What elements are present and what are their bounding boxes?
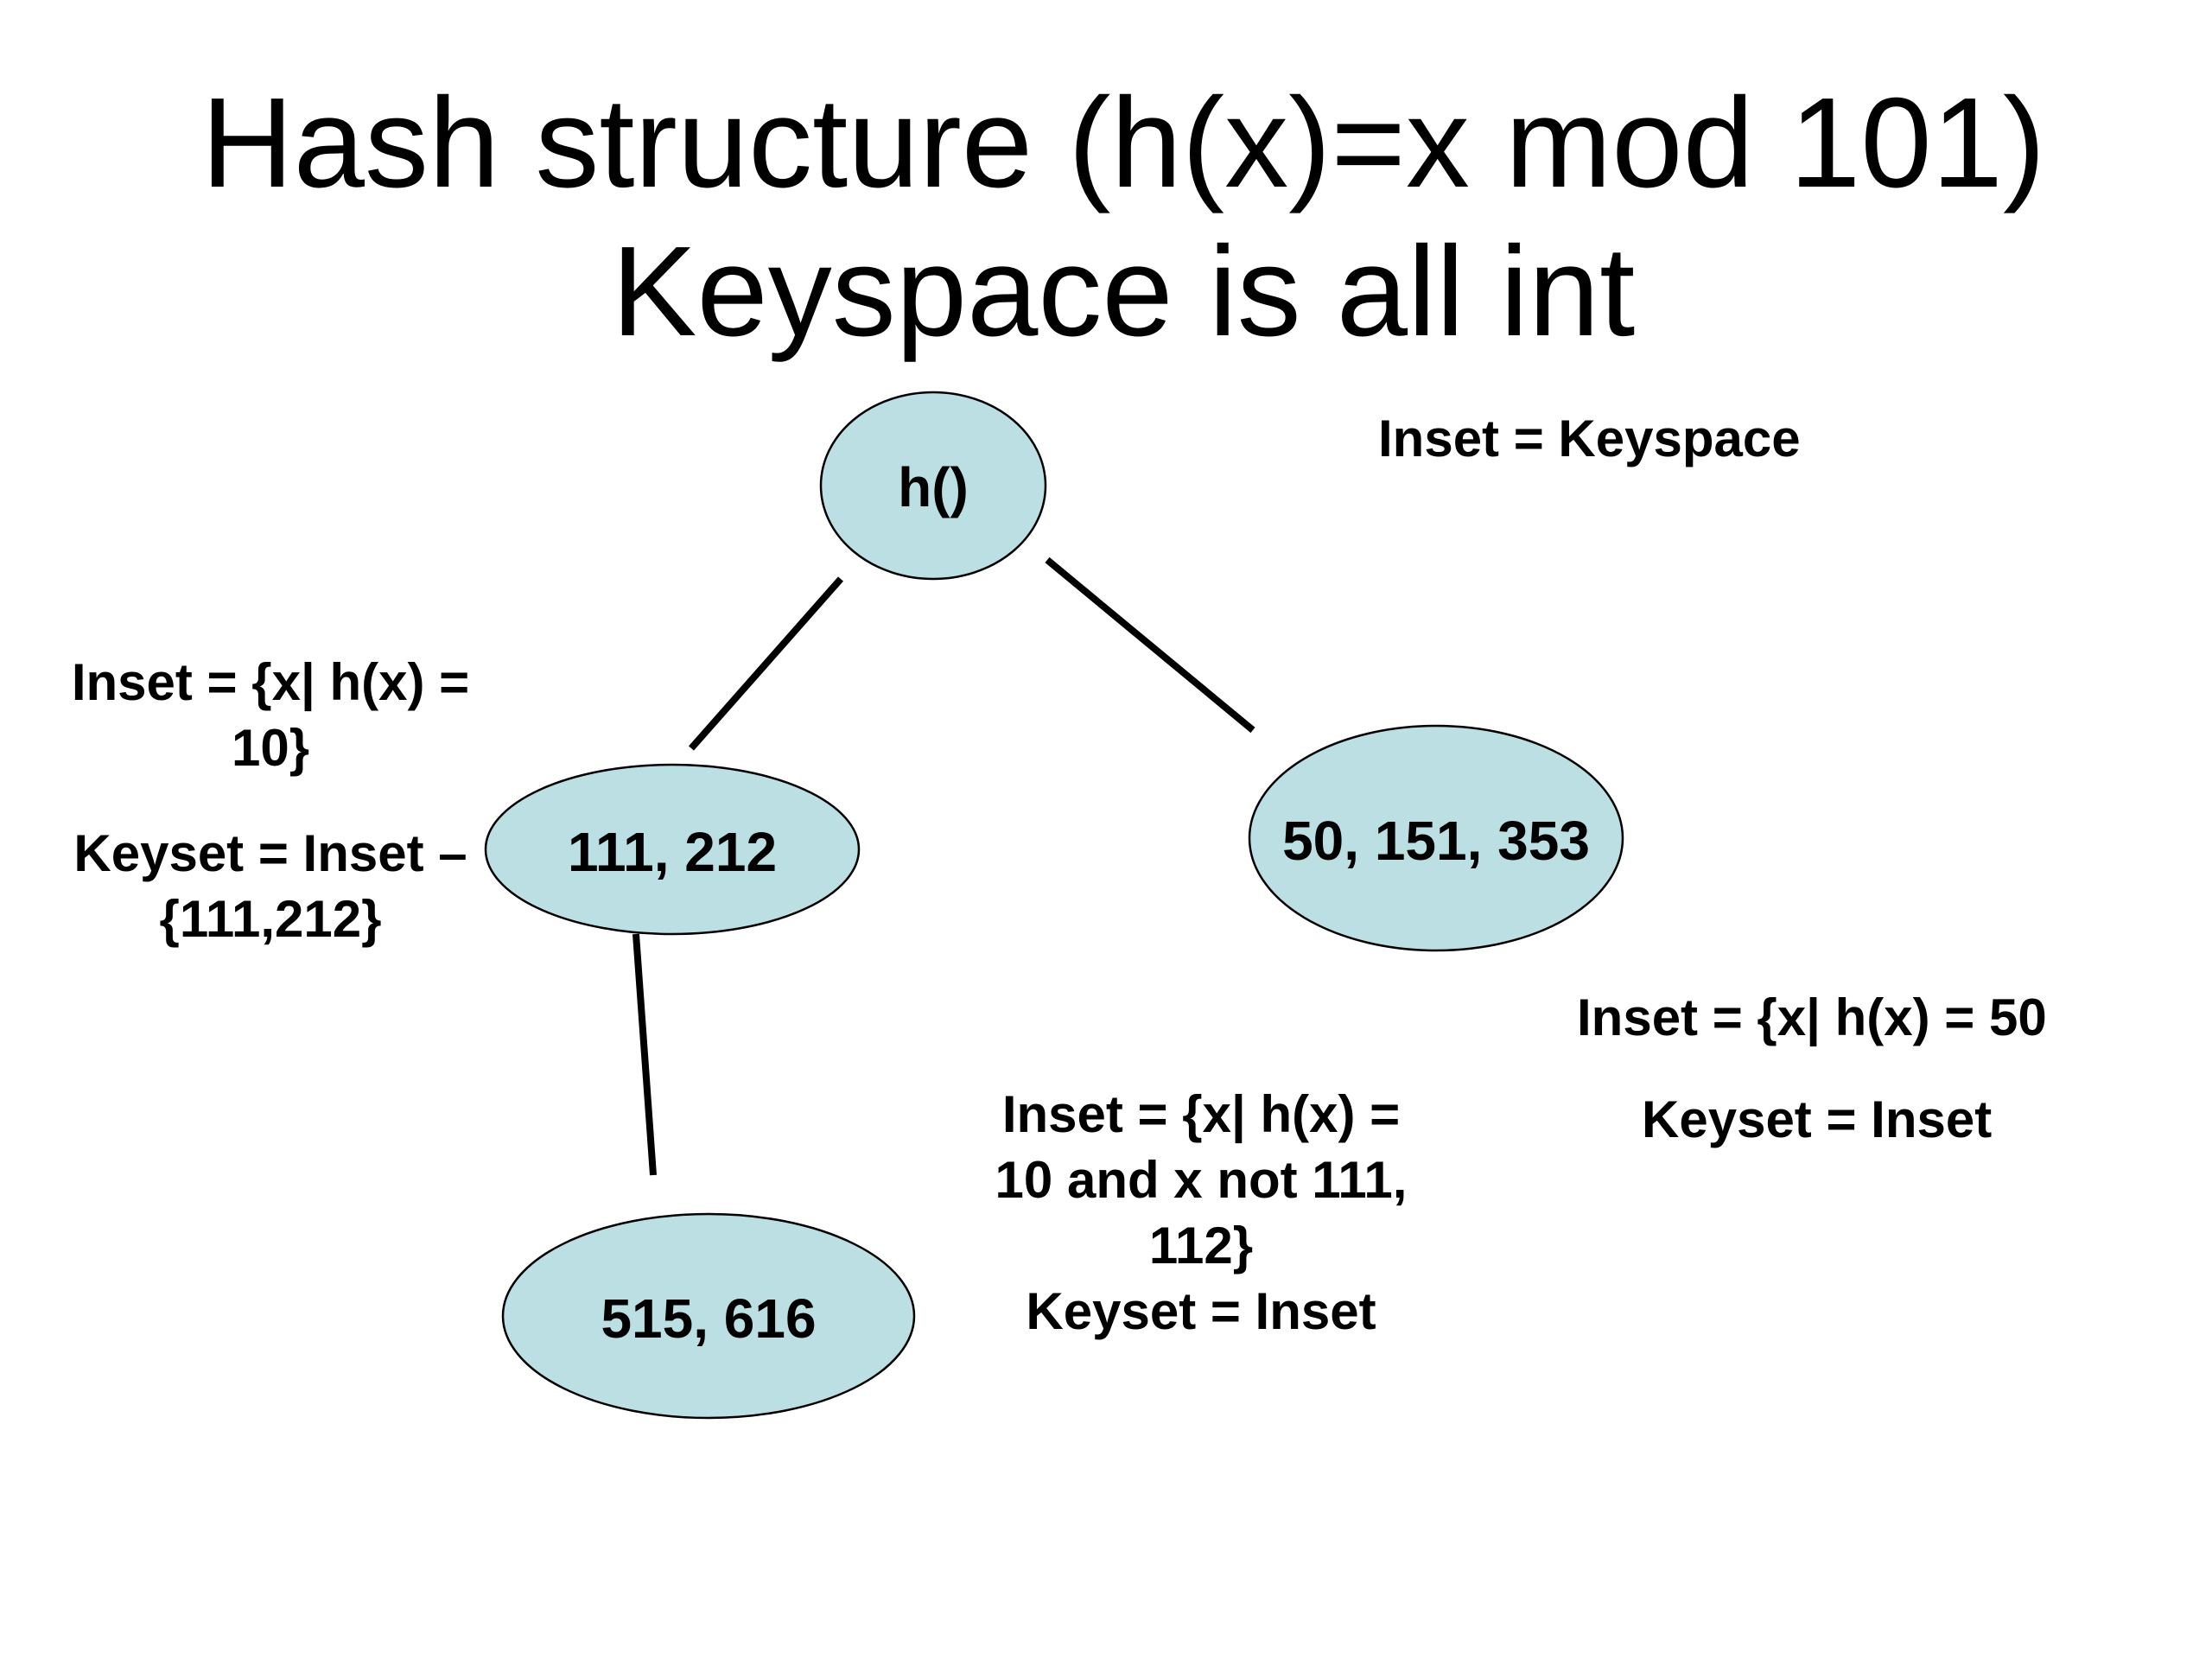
left-keyset-label: Keyset = Inset – {111,212}: [52, 821, 489, 952]
root-inset-label: Inset = Keyspace: [1378, 410, 1801, 467]
bottom-inset-line-4: Keyset = Inset: [1026, 1282, 1376, 1340]
bottom-inset-label: Inset = {x| h(x) = 10 and x not 111, 112…: [933, 1082, 1469, 1344]
left-keyset-line-1: Keyset = Inset –: [73, 824, 467, 882]
node-right-label: 50, 151, 353: [1282, 810, 1590, 872]
edge-root-right: [1045, 556, 1255, 734]
node-root-label: h(): [898, 456, 969, 518]
edge-root-left: [689, 576, 843, 751]
edge-left-bottom: [632, 933, 657, 1176]
node-root: h(): [819, 391, 1047, 581]
right-keyset-label: Keyset = Inset: [1642, 1090, 1993, 1148]
node-left-label: 111, 212: [568, 821, 777, 883]
slide-title: Hash structure (h(x)=x mod 101) Keyspace…: [0, 69, 2212, 366]
bottom-inset-line-1: Inset = {x| h(x) =: [1001, 1085, 1401, 1143]
node-left: 111, 212: [484, 763, 861, 936]
left-inset-line-1: Inset = {x| h(x) =: [71, 653, 470, 711]
node-right: 50, 151, 353: [1248, 724, 1624, 952]
bottom-inset-line-3: 112}: [1148, 1217, 1254, 1274]
title-line-2: Keyspace is all int: [611, 220, 1636, 363]
bottom-inset-line-2: 10 and x not 111,: [995, 1151, 1408, 1209]
node-bottom-label: 515, 616: [601, 1287, 816, 1350]
left-inset-label: Inset = {x| h(x) = 10}: [52, 650, 489, 781]
left-keyset-line-2: {111,212}: [159, 890, 382, 948]
left-inset-line-2: 10}: [231, 719, 310, 777]
node-bottom: 515, 616: [501, 1212, 916, 1420]
title-line-1: Hash structure (h(x)=x mod 101): [200, 72, 2046, 214]
right-inset-label: Inset = {x| h(x) = 50: [1577, 988, 2047, 1046]
